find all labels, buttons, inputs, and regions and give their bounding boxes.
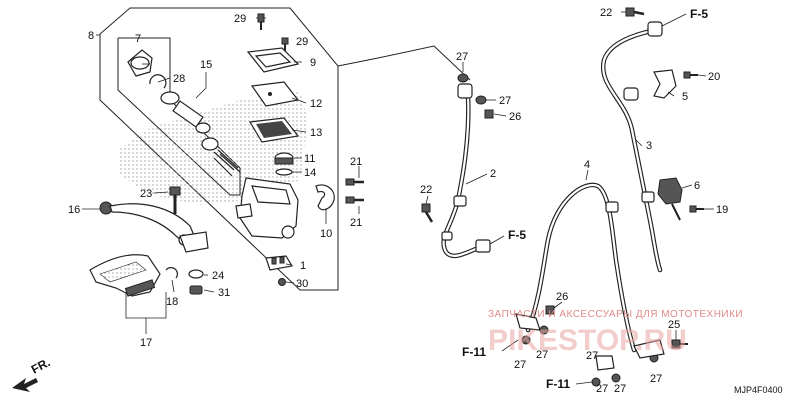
cap-part-11 [274, 152, 294, 165]
label-27-low-c: 27 [586, 350, 598, 362]
drawing-code: MJP4F0400 [734, 385, 783, 395]
watermark: ЗАПЧАСТИ И АКСЕССУАРЫ ДЛЯ МОТОТЕХНИКИ PI… [488, 309, 743, 357]
watermark-tagline: ЗАПЧАСТИ И АКСЕССУАРЫ ДЛЯ МОТОТЕХНИКИ [488, 309, 743, 320]
label-21-b: 21 [350, 217, 362, 229]
label-1: 1 [300, 260, 306, 272]
label-15: 15 [200, 59, 212, 71]
bolt-part-19 [689, 205, 704, 213]
label-26-low: 26 [556, 291, 568, 303]
nut-part-24 [188, 269, 204, 279]
label-27-low-f: 27 [650, 373, 662, 385]
clamp-part-6 [657, 177, 683, 221]
ref-f11-bottom: F-11 [546, 377, 570, 391]
label-26-hose2: 26 [509, 111, 521, 123]
label-30: 30 [296, 278, 308, 290]
label-27-low-b: 27 [514, 359, 526, 371]
watermark-site: PIKESTOP.RU [488, 324, 687, 357]
label-22-mid: 22 [420, 184, 432, 196]
leader-lines [82, 11, 714, 385]
label-8: 8 [88, 30, 94, 42]
label-16: 16 [68, 204, 80, 216]
label-23: 23 [140, 188, 152, 200]
label-27-low-e: 27 [614, 383, 626, 395]
boot-part-7 [127, 49, 153, 77]
label-4: 4 [584, 159, 590, 171]
ref-f11-left: F-11 [462, 345, 486, 359]
label-13: 13 [310, 127, 322, 139]
label-14: 14 [304, 167, 316, 179]
label-27-hose2-top: 27 [456, 51, 468, 63]
plate-part-12 [250, 81, 300, 107]
master-cylinder-body [235, 177, 299, 239]
circlip-part-28 [149, 74, 167, 89]
brake-hose-part-4 [525, 182, 637, 353]
label-28: 28 [173, 73, 185, 85]
collar-part-18 [165, 267, 178, 279]
bolt-part-20 [683, 71, 698, 79]
bolt-part-21-a [345, 178, 364, 186]
pivot-bolt-part-23 [169, 186, 181, 214]
nut-part-31 [189, 285, 203, 295]
oring-part-14 [275, 168, 293, 176]
bolt-part-26-low [545, 305, 555, 315]
washer-part-27-left2 [539, 325, 549, 335]
diaphragm-part-13 [249, 117, 300, 143]
screw-part-29-a [256, 13, 266, 30]
label-18: 18 [166, 296, 178, 308]
washer-part-27-left [521, 335, 531, 345]
label-20: 20 [708, 71, 720, 83]
label-17: 17 [140, 337, 152, 349]
switch-part-1 [265, 255, 293, 271]
ref-f5-mid: F-5 [508, 228, 526, 242]
label-9: 9 [310, 57, 316, 69]
label-27-hose2-mid: 27 [499, 95, 511, 107]
label-29-a: 29 [234, 13, 246, 25]
banjo-fitting-right [633, 339, 665, 359]
label-27-low-a: 27 [536, 349, 548, 361]
bolt-part-26-mid [484, 109, 494, 119]
bolt-part-22-top [625, 7, 645, 17]
label-10: 10 [320, 228, 332, 240]
washer-part-27-top [457, 73, 469, 83]
holder-part-10 [315, 184, 335, 211]
brake-hose-part-2 [441, 83, 491, 259]
label-6: 6 [694, 180, 700, 192]
label-31: 31 [218, 287, 230, 299]
clamp-part-5 [653, 69, 677, 99]
label-3: 3 [646, 140, 652, 152]
label-5: 5 [682, 91, 688, 103]
label-29-b: 29 [296, 36, 308, 48]
label-22-top: 22 [600, 7, 612, 19]
label-2: 2 [490, 168, 496, 180]
front-arrow-icon [12, 378, 38, 392]
label-27-low-d: 27 [596, 383, 608, 395]
label-19: 19 [716, 204, 728, 216]
banjo-fitting-bottom [595, 355, 615, 371]
part-labels: 8 7 28 15 29 29 9 12 13 11 14 10 1 30 21… [29, 7, 783, 395]
washer-part-27-mid [475, 95, 487, 105]
reservoir-cap-part-9 [246, 47, 300, 73]
label-24: 24 [212, 270, 224, 282]
ref-fr: FR. [29, 355, 53, 376]
label-12: 12 [310, 98, 322, 110]
label-11: 11 [304, 153, 315, 165]
piston-set-part-15 [160, 91, 241, 177]
brake-hose-part-3 [600, 21, 663, 273]
bolt-part-21-b [345, 196, 364, 204]
brake-lever-part-16 [99, 201, 209, 253]
washer-part-27-bottom2 [611, 373, 621, 383]
label-7: 7 [135, 33, 141, 45]
ref-f5-top: F-5 [690, 7, 708, 21]
label-21-a: 21 [350, 156, 362, 168]
hose-2-frame [337, 45, 471, 81]
screw-part-30 [278, 278, 286, 286]
master-cylinder-frame [99, 7, 339, 291]
label-25: 25 [668, 319, 680, 331]
lever-cover-part-17 [89, 254, 161, 297]
bolt-part-22-mid [421, 203, 434, 223]
